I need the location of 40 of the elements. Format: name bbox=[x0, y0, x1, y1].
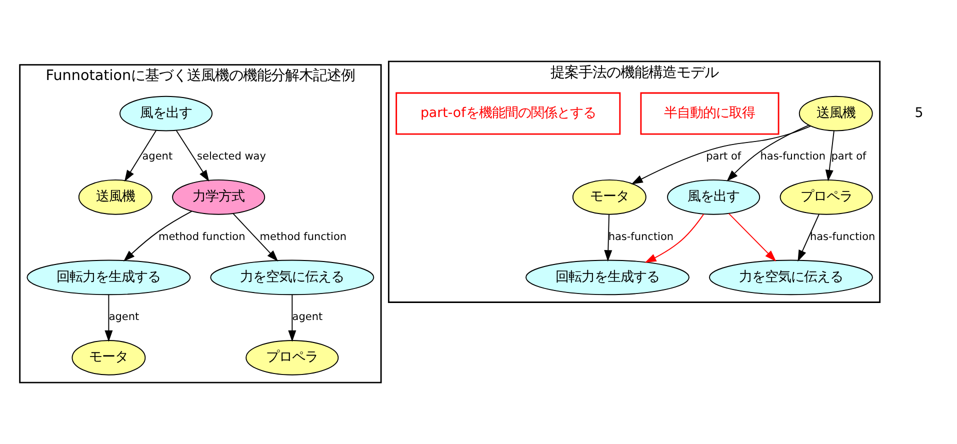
node-ellipse: プロペラ bbox=[780, 179, 873, 215]
node-ellipse: 力を空気に伝える bbox=[708, 260, 873, 296]
node-ellipse: プロペラ bbox=[246, 340, 339, 376]
edge-label: method function bbox=[260, 230, 347, 243]
arrow bbox=[124, 130, 156, 182]
arrow bbox=[798, 214, 820, 262]
edge-label: part of bbox=[831, 150, 866, 163]
edge-label: agent bbox=[142, 150, 173, 163]
arrow bbox=[631, 126, 812, 184]
node-ellipse: 風を出す bbox=[120, 96, 213, 132]
node-box: 半自動的に取得 bbox=[640, 92, 780, 135]
arrow bbox=[644, 214, 704, 263]
edge-label: selected way bbox=[197, 150, 266, 163]
arrow bbox=[104, 294, 113, 342]
node-ellipse: 送風機 bbox=[798, 96, 873, 132]
label: 5 bbox=[914, 106, 924, 122]
node-ellipse: モータ bbox=[572, 179, 646, 215]
edge-label: agent bbox=[108, 311, 140, 324]
node-box: part-ofを機能間の関係とする bbox=[396, 92, 621, 135]
node-ellipse: 送風機 bbox=[78, 179, 152, 215]
node-ellipse: モータ bbox=[72, 340, 146, 376]
arrow bbox=[232, 213, 278, 262]
edge-label: part of bbox=[706, 150, 742, 163]
arrow bbox=[288, 294, 296, 342]
node-ellipse: 力学方式 bbox=[172, 179, 266, 215]
edge-label: agent bbox=[292, 311, 323, 324]
node-ellipse: 回転力を生成する bbox=[26, 260, 191, 296]
edge-label: method function bbox=[158, 230, 246, 243]
arrow bbox=[176, 130, 210, 182]
arrow bbox=[726, 124, 810, 182]
arrow bbox=[825, 130, 834, 182]
node-ellipse: 力を空気に伝える bbox=[210, 260, 374, 296]
edge-label: has-function bbox=[810, 230, 876, 243]
arrow bbox=[604, 214, 612, 262]
node-ellipse: 回転力を生成する bbox=[526, 260, 690, 296]
arrow bbox=[123, 210, 192, 262]
edge-label: has-function bbox=[608, 230, 674, 243]
edge-label: has-function bbox=[760, 150, 826, 163]
arrow bbox=[728, 213, 776, 262]
node-ellipse: 風を出す bbox=[667, 179, 760, 215]
